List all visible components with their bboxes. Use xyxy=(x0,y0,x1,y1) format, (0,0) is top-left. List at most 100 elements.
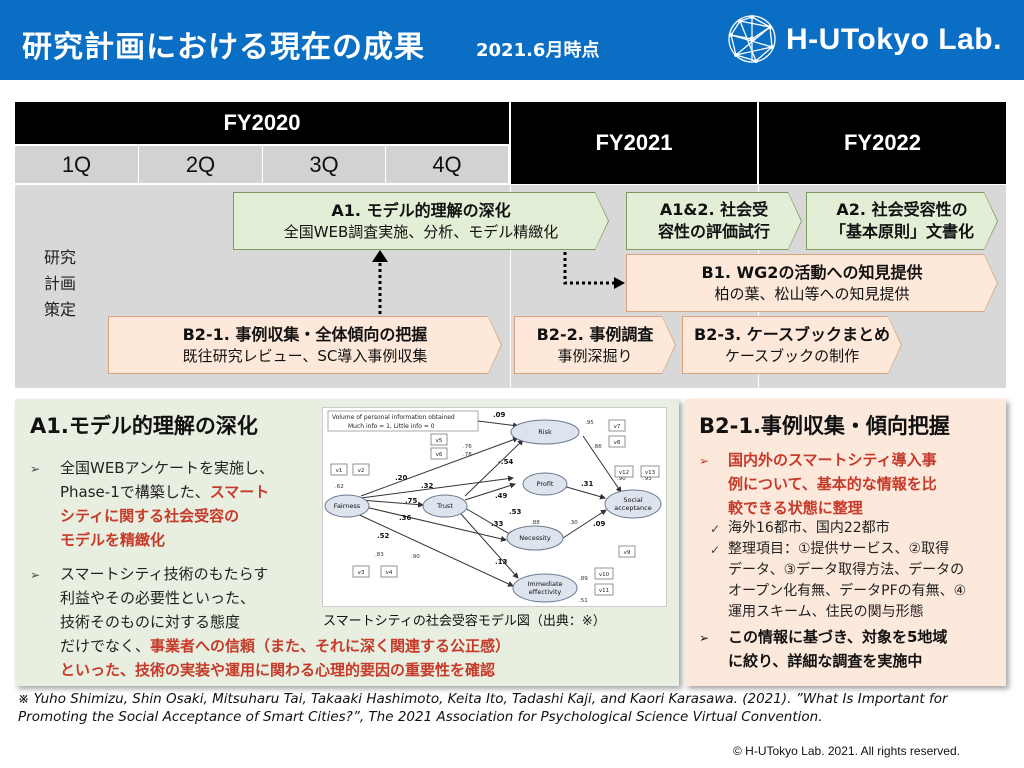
coef-label: -.54 xyxy=(498,458,513,466)
panel-b21 xyxy=(685,399,1006,686)
a1-bullet2-line1: スマートシティ技術のもたらす xyxy=(60,565,269,583)
node-trust xyxy=(422,494,468,518)
coef-label: .13 xyxy=(495,558,508,566)
task-a2-title-1: A2. 社会受容性の xyxy=(836,200,968,219)
coef-label: .93 xyxy=(643,476,652,482)
page-date: 2021.6月時点 xyxy=(476,40,600,61)
coef-label: .53 xyxy=(509,508,522,516)
a1-bullet1-line2: Phase-1で構築した、スマート xyxy=(60,481,269,504)
indicator-v11 xyxy=(594,583,614,596)
coef-label: .86 xyxy=(593,444,602,450)
header-bar: 研究計画における現在の成果 2021.6月時点 H-UTokyo Lab. xyxy=(0,0,1024,80)
indicator-v9-label: v9 xyxy=(624,550,631,556)
node-immediate-label-1: Immediate xyxy=(527,580,562,588)
a1-bullet2-line3: 技術そのものに対する態度 xyxy=(60,613,241,631)
coef-label: .52 xyxy=(377,532,390,540)
path-fairness-trust xyxy=(360,499,424,508)
coef-label: .62 xyxy=(335,484,344,490)
a1-bullet2-line4-red: 事業者への信頼（また、それに深く関連する公正感） xyxy=(150,637,511,655)
fy2020-header: FY2020 xyxy=(15,102,509,144)
indicator-v4-label: v4 xyxy=(386,570,393,576)
quarter-4q: 4Q xyxy=(386,146,509,183)
task-a1-sub: 全国WEB調査実施、分析、モデル精緻化 xyxy=(283,223,559,241)
task-a1: A1. モデル的理解の深化 全国WEB調査実施、分析、モデル精緻化 xyxy=(233,192,609,250)
b21-check2-line3: オープン化有無、データPFの有無、④ xyxy=(728,583,967,599)
indicator-v8 xyxy=(608,435,626,448)
plan-label-line: 策定 xyxy=(43,300,76,319)
path-trust-immediate xyxy=(460,513,519,579)
indicator-v2-label: v2 xyxy=(358,468,365,474)
coef-label: .76 xyxy=(463,444,472,450)
indicator-v7 xyxy=(608,419,626,432)
check-icon: ✓ xyxy=(710,543,721,557)
task-b23: B2-3. ケースブックまとめ ケースブックの制作 xyxy=(682,316,902,374)
b21-check2-line4: 運用スキーム、住民の関与形態 xyxy=(728,604,924,620)
path-fairness-immediate xyxy=(352,511,514,587)
fy2021-header: FY2021 xyxy=(511,102,757,184)
indicator-v4 xyxy=(380,565,398,578)
task-a2: A2. 社会受容性の 「基本原則」文書化 xyxy=(806,192,998,250)
dotted-connectors xyxy=(372,250,625,314)
task-b23-title: B2-3. ケースブックまとめ xyxy=(694,325,890,344)
coef-label: .33 xyxy=(491,520,504,528)
path-profit-social xyxy=(562,485,606,500)
task-b21-sub: 既往研究レビュー、SC導入事例収集 xyxy=(182,347,428,365)
path-legend-risk xyxy=(477,420,519,429)
node-profit-label: Profit xyxy=(537,480,554,488)
indicator-v10-label: v10 xyxy=(599,572,610,578)
node-immediate xyxy=(512,573,578,603)
b21-check2-line2: データ、③データ取得方法、データの xyxy=(728,562,965,578)
coef-label: .75 xyxy=(405,497,418,505)
a1-bullet2-line4-plain: だけでなく、 xyxy=(60,637,151,655)
coef-label: .78 xyxy=(463,452,472,458)
page-title: 研究計画における現在の成果 xyxy=(22,30,425,65)
a1-bullet2-line4: だけでなく、事業者への信頼（また、それに深く関連する公正感） xyxy=(60,635,510,658)
logo-network-icon xyxy=(728,15,776,63)
bullet-arrow-icon: ➢ xyxy=(699,454,710,468)
task-a2-title-2: 「基本原則」文書化 xyxy=(829,222,974,241)
task-b21-title: B2-1. 事例収集・全体傾向の把握 xyxy=(182,325,428,344)
path-fairness-risk xyxy=(360,436,519,497)
panel-b21-heading: B2-1.事例収集・傾向把握 xyxy=(699,414,950,438)
node-necessity xyxy=(506,525,564,551)
task-b23-sub: ケースブックの制作 xyxy=(724,347,860,365)
a1-bullet1-line2-plain: Phase-1で構築した、 xyxy=(60,483,210,501)
social-acceptance-model-figure: Volume of personal information obtained … xyxy=(322,407,667,607)
coef-label: .90 xyxy=(411,554,420,560)
path-fairness-profit xyxy=(360,475,514,499)
coef-label: .95 xyxy=(585,420,594,426)
task-b22: B2-2. 事例調査 事例深掘り xyxy=(514,316,676,374)
coef-label: .09 xyxy=(493,411,506,419)
coef-label: .89 xyxy=(579,576,588,582)
a1-bullet1-line1: 全国WEBアンケートを実施し、 xyxy=(60,459,275,477)
a1-bullet1-line4: モデルを精緻化 xyxy=(60,531,166,549)
indicator-v3-label: v3 xyxy=(358,570,365,576)
b21-check1: 海外16都市、国内22都市 xyxy=(728,520,890,536)
task-b1: B1. WG2の活動への知見提供 柏の葉、松山等への知見提供 xyxy=(626,254,998,312)
node-risk xyxy=(510,419,580,445)
bullet-arrow-icon: ➢ xyxy=(30,462,41,476)
node-risk-label: Risk xyxy=(538,428,552,436)
indicator-v6 xyxy=(430,447,448,460)
coef-label: .51 xyxy=(579,598,588,604)
coef-label: .32 xyxy=(421,482,434,490)
copyright: © H-UTokyo Lab. 2021. All rights reserve… xyxy=(733,744,960,758)
coef-label: .88 xyxy=(531,520,540,526)
indicator-v7-label: v7 xyxy=(614,424,621,430)
node-fairness-label: Fairness xyxy=(334,502,361,510)
b21-bold-line2: に絞り、詳細な調査を実施中 xyxy=(728,652,923,670)
indicator-v5 xyxy=(430,433,448,446)
indicator-v2 xyxy=(352,463,370,476)
node-immediate-label-2: effectivity xyxy=(529,588,562,596)
plan-label-line: 研究 xyxy=(43,248,76,267)
plan-label: 研究 計画 策定 xyxy=(35,245,85,323)
divider-fy2021 xyxy=(510,185,511,388)
connector-a1-b1 xyxy=(563,252,616,285)
citation: ※ Yuho Shimizu, Shin Osaki, Mitsuharu Ta… xyxy=(18,691,948,725)
node-social-acceptance xyxy=(604,489,662,519)
coef-label: .30 xyxy=(569,520,578,526)
model-diagram: Volume of personal information obtained … xyxy=(324,410,662,604)
logo-text: H-UTokyo Lab. xyxy=(786,23,1002,56)
path-fairness-necessity xyxy=(360,505,507,542)
a1-bullet2-line5: といった、技術の実装や運用に関わる心理的要因の重要性を確認 xyxy=(60,661,496,679)
